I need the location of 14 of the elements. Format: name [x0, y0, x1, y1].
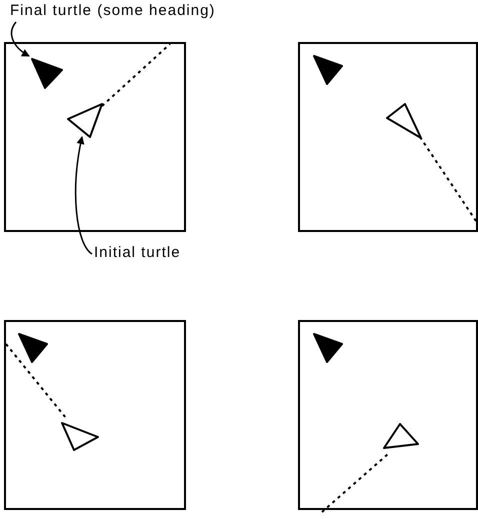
filled-turtle-icon — [30, 57, 64, 90]
filled-turtle-icon — [17, 332, 49, 364]
callout-text: Initial turtle — [94, 244, 181, 261]
leader-line — [74, 136, 92, 255]
panel-frame — [298, 320, 478, 510]
outline-turtle-icon — [66, 102, 104, 139]
callout-text: Final turtle (some heading) — [10, 2, 216, 19]
outline-turtle-icon — [385, 102, 423, 142]
filled-turtle-icon — [312, 332, 344, 364]
panel-frame — [4, 42, 186, 232]
panel-frame — [298, 42, 478, 232]
leader-line — [10, 22, 30, 57]
filled-turtle-icon — [312, 54, 344, 86]
panel-frame — [4, 320, 186, 510]
